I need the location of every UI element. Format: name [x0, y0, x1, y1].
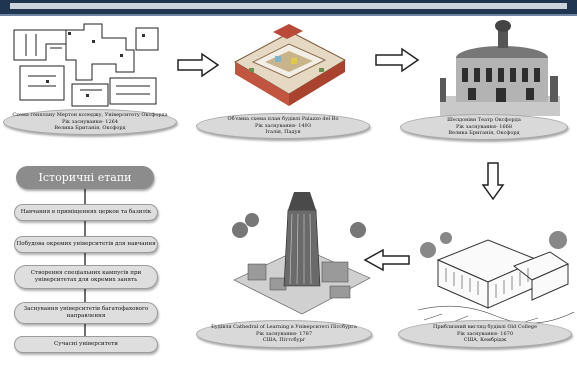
caption-line: Будівля Cathedral of Learning в Універси… [211, 324, 357, 331]
merton-plan-image [6, 20, 166, 110]
top-banner [0, 0, 577, 16]
stage-item: Сучасні університети [14, 336, 158, 353]
caption-line: Схема генплану Мертон коледжу, Університ… [12, 112, 168, 119]
stage-item: Створення спеціальних кампусів при уніве… [14, 265, 158, 289]
stage-item: Заснування університетів багатофахового … [14, 302, 158, 324]
palazzo-image [229, 18, 349, 110]
stage-item: Навчання в приміщеннях церков та базилік [14, 204, 158, 221]
caption-line: Шелдонівн Театр Оксфорда [447, 117, 521, 124]
stage-label: Заснування університетів багатофахового [23, 306, 149, 312]
cathedral-image [230, 190, 372, 324]
top-banner-stripe [10, 3, 567, 9]
caption-line: Рік заснування- 1787 [255, 330, 313, 337]
old-college-image [418, 220, 574, 326]
stages-title: Історичні етапи [16, 166, 154, 189]
caption-line: Італія, Падуя [265, 129, 301, 136]
caption-old-college: Приблизний вигляд будівлі Old College Рі… [398, 320, 572, 348]
caption-merton: Схема генплану Мертон коледжу, Університ… [3, 109, 177, 135]
caption-line: США, Кембрідж [463, 337, 507, 344]
stage-label: Створення спеціальних кампусів при [30, 270, 142, 276]
caption-line: Приблизний вигляд будівлі Old College [433, 324, 537, 331]
stage-label: Сучасні університети [54, 341, 118, 347]
caption-line: США, Піттсбург [262, 337, 306, 344]
right-arrow-icon [375, 47, 420, 73]
stage-item: Побудова окремих університетів для навча… [14, 236, 158, 253]
caption-palazzo: Об'ємна схема план будівлі Palazzo del B… [196, 113, 370, 139]
caption-line: Рік заснування- 1493 [254, 122, 312, 129]
right-arrow-icon [177, 52, 220, 78]
caption-line: Велика Британія, Оксфорд [448, 130, 520, 137]
stage-label: направлення [66, 313, 106, 319]
stage-label: Побудова окремих університетів для навча… [16, 241, 156, 247]
caption-line: Рік заснування- 1668 [455, 123, 513, 130]
caption-line: Рік заснування- 1670 [456, 330, 514, 337]
stage-label: Навчання в приміщеннях церков та базилік [20, 209, 152, 215]
caption-line: Рік заснування- 1264 [61, 118, 119, 125]
down-arrow-icon [481, 162, 505, 201]
caption-line: Велика Британія, Оксфорд [54, 125, 126, 132]
caption-cathedral: Будівля Cathedral of Learning в Універси… [196, 320, 372, 348]
left-arrow-icon [363, 248, 410, 272]
caption-line: Об'ємна схема план будівлі Palazzo del B… [227, 116, 339, 123]
caption-sheldonian: Шелдонівн Театр Оксфорда Рік заснування-… [400, 114, 568, 140]
stage-label: університетах для окремих занять [34, 277, 138, 283]
sheldonian-image [440, 18, 560, 116]
